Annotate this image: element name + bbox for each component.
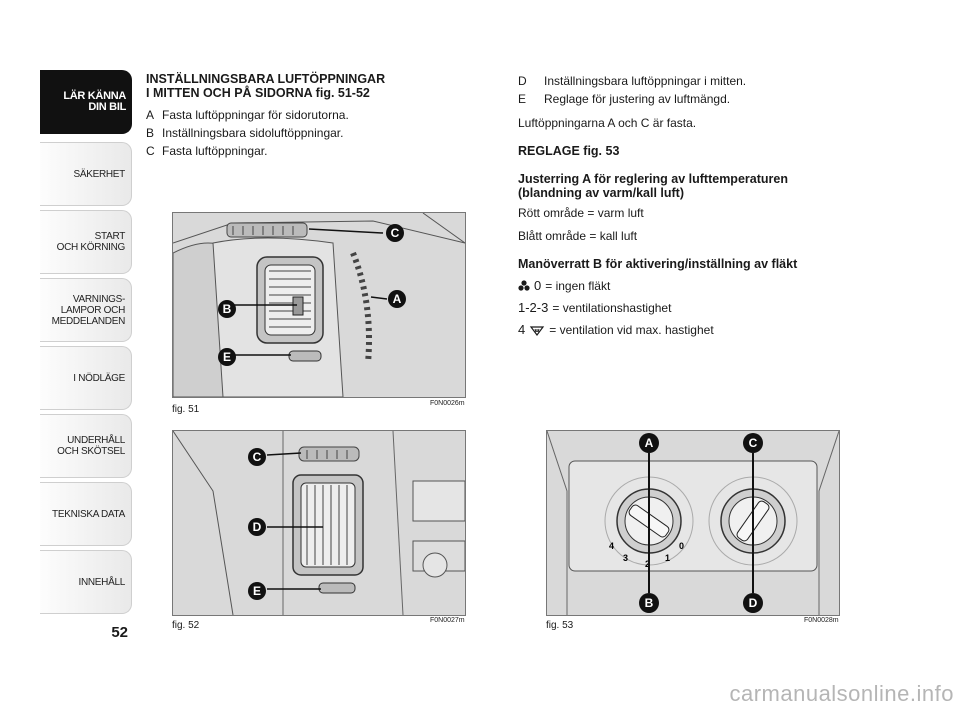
svg-text:E: E bbox=[223, 350, 231, 364]
fig53-callout-c bbox=[743, 433, 763, 453]
tab-innehall[interactable]: INNEHÅLL bbox=[40, 550, 132, 614]
svg-text:4: 4 bbox=[609, 541, 614, 551]
fig51-caption: fig. 51 bbox=[172, 404, 200, 415]
svg-text:B: B bbox=[645, 596, 654, 610]
fan-4-line: 4 = ventilation vid max. hastighet bbox=[518, 322, 714, 337]
fig52-callout-c bbox=[248, 448, 266, 466]
fan-heading: Manöverratt B för aktivering/inställning… bbox=[518, 257, 798, 271]
reglage-heading: REGLAGE fig. 53 bbox=[518, 144, 620, 158]
figure-52: C D E bbox=[172, 430, 466, 616]
temperature-heading-line1: Justerring A för reglering av lufttemper… bbox=[518, 172, 788, 186]
tab-sakerhet[interactable]: SÄKERHET bbox=[40, 142, 132, 206]
tab-i-nodlage[interactable]: I NÖDLÄGE bbox=[40, 346, 132, 410]
svg-text:0: 0 bbox=[679, 541, 684, 551]
svg-text:1: 1 bbox=[665, 553, 670, 563]
tab-underhall[interactable]: UNDERHÅLL OCH SKÖTSEL bbox=[40, 414, 132, 478]
fig53-caption: fig. 53 bbox=[546, 620, 574, 631]
svg-text:C: C bbox=[749, 436, 758, 450]
fan-0-line: 0 = ingen fläkt bbox=[518, 277, 848, 295]
figure-53-illustration: 4 3 2 1 0 A C B D bbox=[547, 431, 839, 615]
svg-text:D: D bbox=[749, 596, 758, 610]
section-heading-line2: I MITTEN OCH PÅ SIDORNA fig. 51-52 bbox=[146, 86, 370, 100]
section-heading-line1: INSTÄLLNINGSBARA LUFTÖPPNINGAR bbox=[146, 72, 386, 86]
red-area-text: Rött område = varm luft bbox=[518, 206, 644, 220]
fig53-code: F0N0028m bbox=[804, 617, 839, 624]
svg-text:B: B bbox=[223, 302, 232, 316]
tab-lar-kanna-din-bil[interactable]: LÄR KÄNNA DIN BIL bbox=[40, 70, 132, 134]
fig51-callout-c bbox=[386, 224, 404, 242]
svg-text:A: A bbox=[393, 292, 402, 306]
svg-text:C: C bbox=[253, 450, 262, 464]
tab-start-och-korning[interactable]: START OCH KÖRNING bbox=[40, 210, 132, 274]
fig53-callout-d bbox=[743, 593, 763, 613]
svg-text:E: E bbox=[253, 584, 261, 598]
svg-text:C: C bbox=[391, 226, 400, 240]
fig52-callout-e bbox=[248, 582, 266, 600]
figure-51: C A B E bbox=[172, 212, 466, 398]
fig52-caption: fig. 52 bbox=[172, 620, 200, 631]
fig52-callout-d bbox=[248, 518, 266, 536]
temperature-heading-line2: (blandning av varm/kall luft) bbox=[518, 186, 684, 200]
fig53-callout-b bbox=[639, 593, 659, 613]
fan-123-line: 1-2-3 = ventilationshastighet bbox=[518, 300, 672, 315]
fan-icon bbox=[518, 280, 530, 291]
figure-51-illustration: C A B E bbox=[173, 213, 465, 397]
blue-area-text: Blått område = kall luft bbox=[518, 229, 638, 243]
max-ventilation-icon bbox=[530, 326, 545, 336]
fig51-callout-e bbox=[218, 348, 236, 366]
figure-52-illustration: C D E bbox=[173, 431, 465, 615]
svg-text:D: D bbox=[253, 520, 262, 534]
figure-53: 4 3 2 1 0 A C B D bbox=[546, 430, 840, 616]
fig51-callout-a bbox=[388, 290, 406, 308]
fig52-code: F0N0027m bbox=[430, 617, 465, 624]
fig51-callout-b bbox=[218, 300, 236, 318]
watermark: carmanualsonline.info bbox=[729, 681, 954, 706]
svg-text:3: 3 bbox=[623, 553, 628, 563]
page-number: 52 bbox=[111, 624, 128, 641]
left-text-column: INSTÄLLNINGSBARA LUFTÖPPNINGAR I MITTEN … bbox=[146, 72, 486, 160]
fig53-callout-a bbox=[639, 433, 659, 453]
fig51-code: F0N0026m bbox=[430, 400, 465, 407]
tab-tekniska-data[interactable]: TEKNISKA DATA bbox=[40, 482, 132, 546]
tab-varningslampor[interactable]: VARNINGS- LAMPOR OCH MEDDELANDEN bbox=[40, 278, 132, 342]
svg-text:A: A bbox=[645, 436, 654, 450]
fixed-vents-note: Luftöppningarna A och C är fasta. bbox=[518, 116, 697, 130]
svg-text:2: 2 bbox=[645, 559, 650, 569]
